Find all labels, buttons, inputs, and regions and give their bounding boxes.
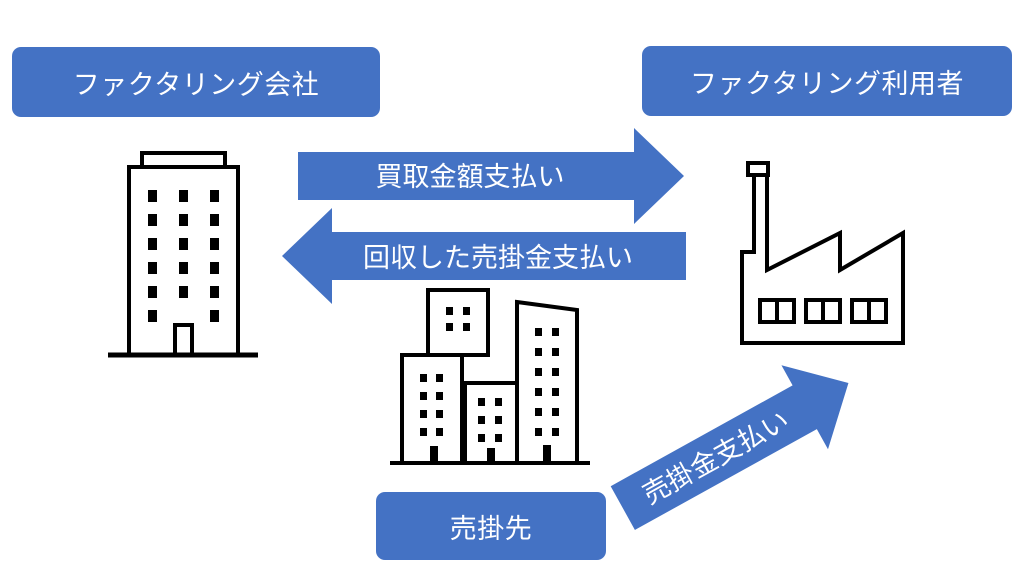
arrow-collected-receivable-payment-label: 回収した売掛金支払い — [363, 243, 633, 274]
arrow-collected-receivable-payment-shape — [282, 208, 686, 304]
city-buildings-icon — [390, 288, 590, 465]
arrow-receivable-payment-label: 売掛金支払い — [638, 405, 795, 511]
factory-icon — [740, 161, 905, 345]
arrow-purchase-payment-label: 買取金額支払い — [376, 162, 565, 193]
office-building-icon — [108, 151, 258, 358]
arrow-receivable-payment-shape — [610, 365, 849, 530]
node-factoring-company: ファクタリング会社 — [12, 47, 380, 117]
arrow-purchase-payment: 買取金額支払い — [298, 128, 684, 224]
node-buyer: 売掛先 — [376, 492, 606, 560]
node-factoring-user: ファクタリング利用者 — [642, 46, 1012, 116]
arrow-collected-receivable-payment: 回収した売掛金支払い — [282, 208, 686, 304]
arrow-receivable-payment: 売掛金支払い — [610, 365, 849, 530]
arrow-purchase-payment-shape — [298, 128, 684, 224]
